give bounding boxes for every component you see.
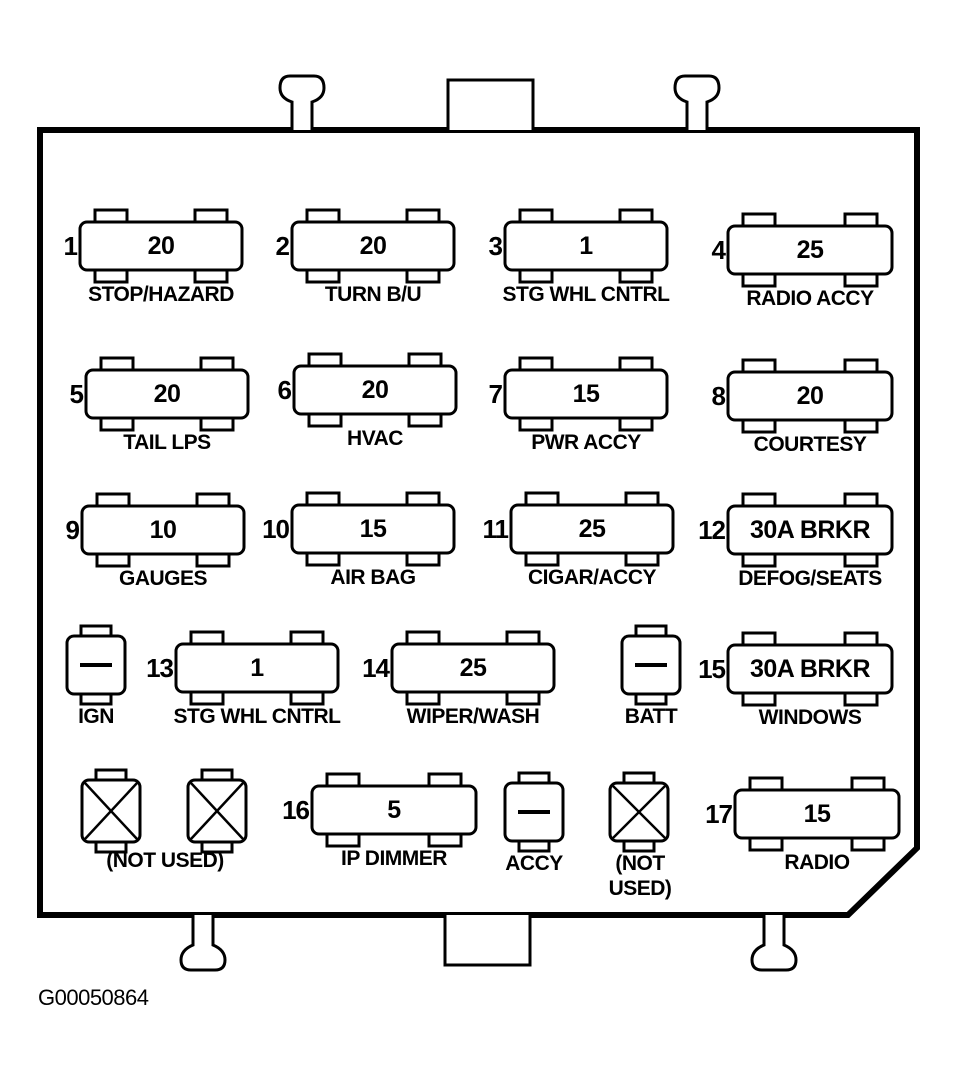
fuse-circuit-label: AIR BAG [330, 566, 416, 589]
fuse-rating: 20 [153, 380, 181, 408]
fuse-body [503, 368, 669, 420]
fuse-circuit-label: TAIL LPS [123, 431, 211, 454]
bottom-mounting-peg-left [179, 915, 227, 972]
housing-outline [37, 127, 920, 918]
fuse-rating: 5 [387, 796, 401, 824]
fuse-circuit-label: RADIO ACCY [746, 287, 874, 310]
not-used-label: (NOT USED) [106, 849, 224, 872]
fuse-number: 16 [282, 795, 310, 825]
fuse-body [174, 642, 340, 694]
fuse-number: 13 [146, 653, 174, 683]
fuse-rating: 30A BRKR [749, 655, 871, 683]
fuse-circuit-label: WINDOWS [758, 706, 862, 729]
fuse-body [78, 220, 244, 272]
fuse-number: 1 [63, 231, 79, 261]
fuse-number: 7 [488, 379, 504, 409]
fuse-circuit-label: STG WHL CNTRL [173, 705, 341, 728]
fuse-circuit-label: DEFOG/SEATS [738, 567, 882, 590]
fuse-circuit-label: RADIO [784, 851, 850, 874]
fuse-rating: 1 [250, 654, 264, 682]
fuse-rating: 15 [359, 515, 387, 543]
fuse-body [726, 643, 894, 695]
fuse-number: 6 [277, 375, 293, 405]
fuse-number: 9 [65, 515, 81, 545]
fuse-rating: 30A BRKR [749, 516, 871, 544]
fuse-body [726, 504, 894, 556]
fuse-number: 4 [711, 235, 727, 265]
fuse-rating: 20 [361, 376, 389, 404]
fuse-body [726, 224, 894, 276]
fuse-rating: 10 [149, 516, 177, 544]
figure-code: G00050864 [38, 985, 149, 1010]
fuse-body [290, 220, 456, 272]
fuse-circuit-label: PWR ACCY [531, 431, 641, 454]
not-used-cross-icon [612, 785, 666, 839]
slot-label: BATT [624, 705, 678, 728]
top-mounting-peg-right [673, 74, 721, 130]
fuse-rating: 15 [572, 380, 600, 408]
fuse-number: 11 [482, 514, 509, 544]
fuse-body [726, 370, 894, 422]
fuse-body [292, 364, 458, 416]
fuse-body [509, 503, 675, 555]
fuse-circuit-label: CIGAR/ACCY [527, 566, 657, 589]
fuse-rating: 25 [459, 654, 487, 682]
fuse-rating: 20 [359, 232, 387, 260]
fuse-number: 15 [698, 654, 726, 684]
fuse-body [84, 368, 250, 420]
fuse-number: 14 [362, 653, 390, 683]
fuse-rating: 1 [579, 232, 593, 260]
top-connector-tab [446, 78, 535, 130]
fuse-circuit-label: COURTESY [753, 433, 867, 456]
bottom-connector-tab [443, 915, 532, 967]
fuse-rating: 25 [796, 236, 824, 264]
fuse-number: 12 [698, 515, 726, 545]
fuse-circuit-label: IP DIMMER [341, 847, 447, 870]
not-used-cross-icon [190, 782, 244, 840]
fuse-circuit-label: TURN B/U [324, 283, 422, 306]
bottom-mounting-peg-right [750, 915, 798, 972]
fuse-body [80, 504, 246, 556]
fuse-circuit-label: GAUGES [118, 567, 208, 590]
fuse-circuit-label: STG WHL CNTRL [502, 283, 670, 306]
fuse-body [503, 220, 669, 272]
fuse-body [310, 784, 478, 836]
fuse-number: 17 [705, 799, 733, 829]
fuse-rating: 20 [147, 232, 175, 260]
not-used-label: (NOT [615, 852, 665, 875]
top-mounting-peg-left [278, 74, 326, 130]
fuse-number: 5 [69, 379, 85, 409]
fuse-body [733, 788, 901, 840]
fuse-circuit-label: HVAC [347, 427, 403, 450]
not-used-label: USED) [608, 877, 672, 900]
fuse-body [290, 503, 456, 555]
fuse-number: 2 [275, 231, 291, 261]
fuse-number: 3 [488, 231, 504, 261]
fuse-rating: 15 [803, 800, 831, 828]
fuse-rating: 25 [578, 515, 606, 543]
slot-label: IGN [78, 705, 114, 728]
fuse-circuit-label: WIPER/WASH [406, 705, 540, 728]
fuse-number: 10 [262, 514, 290, 544]
fuse-circuit-label: STOP/HAZARD [88, 283, 234, 306]
fuse-body [390, 642, 556, 694]
slot-label: ACCY [505, 852, 563, 875]
fuse-rating: 20 [796, 382, 824, 410]
not-used-cross-icon [84, 782, 138, 840]
fuse-number: 8 [711, 381, 727, 411]
